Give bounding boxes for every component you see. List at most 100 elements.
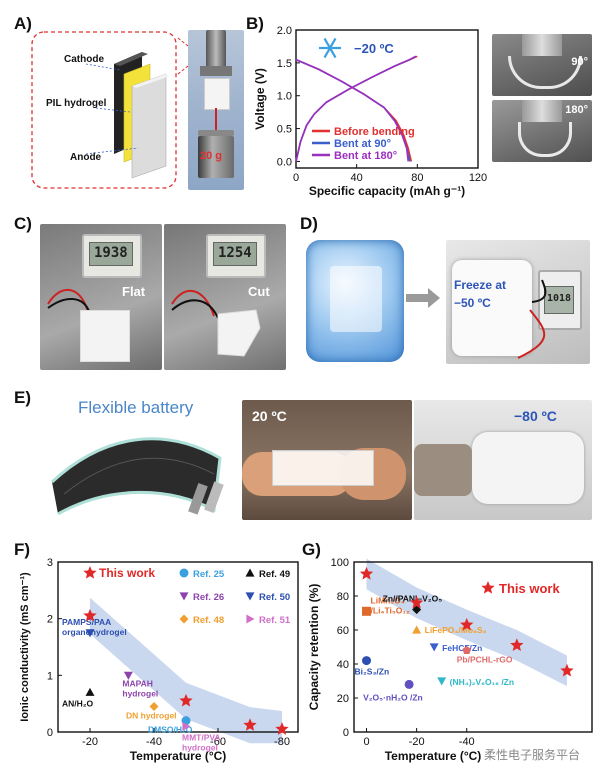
legend-label: This work: [499, 581, 560, 596]
bend-180-photo: 180°: [492, 100, 592, 162]
label-pil-hydrogel: PIL hydrogel: [46, 98, 107, 109]
legend-label: This work: [99, 566, 155, 580]
x-tick-label: -40: [459, 736, 475, 748]
chart-b-temperature: −20 ºC: [354, 41, 394, 56]
lcd-display-flat: 1938: [89, 242, 133, 266]
ref-point-label: PAMPS/PAA: [62, 617, 111, 627]
legend-marker: [179, 568, 189, 578]
ref-point-label: V₂O₅·nH₂O /Zn: [363, 692, 423, 702]
x-tick-label: -40: [146, 736, 162, 748]
legend-marker: [245, 592, 255, 601]
legend-marker: [481, 581, 495, 594]
x-axis-label: Temperature (°C): [130, 749, 227, 763]
y-tick-label: 0: [47, 727, 53, 739]
legend-label: Ref. 51: [259, 615, 291, 626]
chart-f-frame: [57, 561, 299, 733]
legend-label: Bent at 180°: [334, 150, 397, 162]
lcd-display-cut: 1254: [213, 242, 257, 266]
panel-a-schematic: Cathode PIL hydrogel Anode: [30, 30, 178, 190]
chart-g-frame: [353, 561, 593, 733]
series-line-charge: [295, 55, 417, 162]
x-tick-label: 120: [469, 172, 487, 184]
panel-b-label: B): [246, 14, 264, 33]
y-tick-label: 60: [337, 625, 349, 637]
x-axis-label: Temperature (°C): [385, 749, 482, 763]
ref-point: [412, 625, 422, 634]
y-tick-label: 100: [331, 557, 349, 569]
ref-point-label: MAPAH: [122, 678, 153, 688]
ref-point-label: LiFePO₄/Mo₆S₈: [425, 625, 487, 635]
angle-90-label: 90°: [571, 56, 588, 68]
this-work-star: [460, 617, 474, 631]
ref-point-label: Zn//PANI–V₂O₅: [383, 594, 443, 604]
ref-point-label: FeHCF/Zn: [442, 643, 482, 653]
ref-point: [362, 656, 372, 666]
legend-label: Bent at 90°: [334, 138, 391, 150]
x-tick-label: 0: [363, 736, 369, 748]
this-work-star: [83, 608, 97, 622]
ice-cube: [306, 240, 404, 362]
x-axis-label: Specific capacity (mAh g⁻¹): [309, 184, 465, 198]
ref-point: [437, 677, 447, 686]
dashed-frame: [31, 31, 177, 189]
ref-point: [149, 702, 159, 711]
x-tick-label: 80: [411, 172, 423, 184]
cut-photo: 1254 Cut: [164, 224, 286, 370]
ref-point-label: Pb/PCHL-rGO: [457, 654, 513, 664]
legend-marker: [179, 592, 189, 601]
cut-battery-pouch: [217, 309, 261, 357]
y-tick-label: 0: [343, 727, 349, 739]
y-axis-label: Capacity retention (%): [307, 584, 321, 711]
ref-point: [362, 606, 372, 616]
flat-photo: 1938 Flat: [40, 224, 162, 370]
freeze-label-line1: Freeze at: [454, 278, 507, 292]
ref-point: [123, 671, 133, 680]
legend-label: Ref. 48: [193, 615, 224, 626]
ref-point: [462, 645, 472, 655]
cut-label: Cut: [248, 284, 270, 299]
watermark: 柔性电子服务平台: [484, 748, 581, 762]
freeze-label-line2: −50 ºC: [454, 296, 491, 310]
legend-marker: [179, 614, 189, 624]
panel-e-label: E): [14, 388, 31, 407]
y-axis-label: Ionic conductivity (mS cm⁻¹): [19, 572, 31, 722]
legend-label: Ref. 50: [259, 592, 290, 603]
panel-g-label: G): [302, 540, 321, 559]
legend-marker: [83, 566, 97, 579]
ref-point-label-line2: hydrogel: [122, 688, 158, 698]
ref-point-label-line2: /Li₄Ti₅O₁₂: [371, 605, 410, 615]
weight-label: 20 g: [200, 150, 223, 162]
y-axis-label: Voltage (V): [253, 68, 267, 130]
x-tick-label: -60: [210, 736, 226, 748]
x-tick-label: -20: [82, 736, 98, 748]
y-tick-label: 0.5: [277, 124, 292, 136]
temp-20c-label: 20 ºC: [252, 408, 287, 424]
ref-point-label-line2: organohydrogel: [62, 627, 127, 637]
x-tick-label: 0: [293, 172, 299, 184]
label-cathode: Cathode: [64, 54, 104, 65]
this-work-star: [275, 722, 289, 735]
lcd-display-freeze: 1018: [544, 286, 574, 314]
flat-label: Flat: [122, 284, 146, 299]
ref-point-label: Bi₂S₃/Zn: [355, 667, 390, 677]
panel-a-label: A): [14, 14, 32, 33]
x-tick-label: -20: [409, 736, 425, 748]
panel-c-label: C): [14, 214, 32, 233]
flat-battery-pouch: [80, 310, 130, 362]
y-tick-label: 80: [337, 591, 349, 603]
ref-point-label: LiMn₂O₄: [371, 595, 405, 605]
x-tick-label: -80: [274, 736, 290, 748]
ref-point: [85, 687, 95, 696]
ref-point-label: MMT/PVA: [182, 732, 221, 742]
y-tick-label: 1.5: [277, 58, 292, 70]
label-anode: Anode: [70, 152, 102, 163]
this-work-star: [179, 693, 193, 707]
ref-point-label: (NH₄)₂V₆O₁₆ /Zn: [450, 677, 514, 687]
weight-cylinder: [198, 136, 234, 178]
anode-layer: [131, 73, 167, 179]
y-tick-label: 40: [337, 659, 349, 671]
ref-point: [412, 605, 422, 615]
ref-point: [85, 629, 95, 638]
